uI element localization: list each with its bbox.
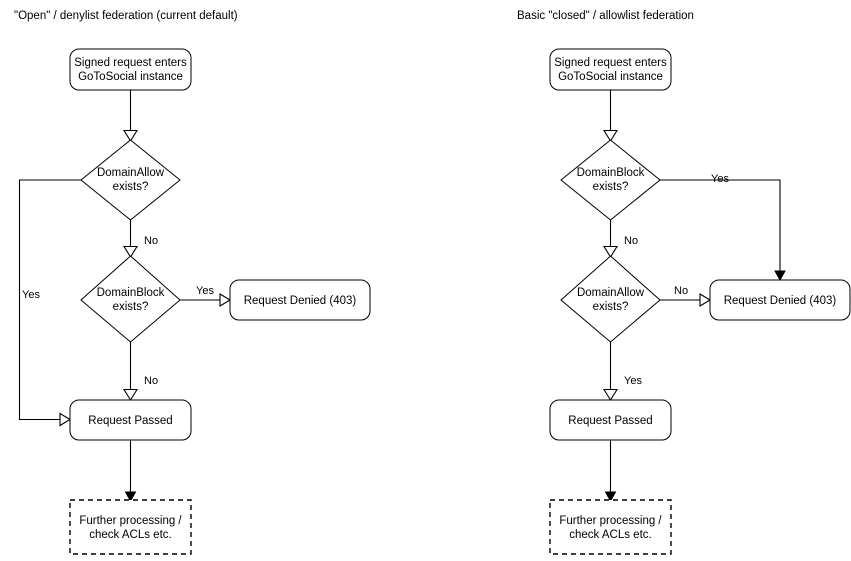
diagram-closed-allowlist: Basic "closed" / allowlist federation Si… [517, 10, 851, 555]
domainallow-line1-right: DomainAllow [577, 287, 645, 299]
node-further-processing-left: Further processing / check ACLs etc. [69, 499, 192, 555]
further-processing-line2-right: check ACLs etc. [569, 529, 651, 541]
edge-domainblock-no-right: No [603, 220, 638, 259]
domainblock-line1-right: DomainBlock [577, 167, 645, 179]
domainallow-line1-left: DomainAllow [97, 167, 165, 179]
edge-domainallow-no-left: No [123, 220, 158, 259]
entry-box-line2-right: GoToSocial instance [558, 71, 663, 83]
node-entry-right: Signed request enters GoToSocial instanc… [549, 48, 672, 91]
node-decision-domainblock-left: DomainBlock exists? [80, 255, 181, 343]
further-processing-line1-left: Further processing / [79, 515, 182, 527]
edge-domainblock-yes-left: Yes [180, 285, 232, 307]
edge-domainblock-no-left: No [123, 342, 158, 402]
edge-domainallow-yes-right: Yes [603, 342, 642, 402]
edge-entry-to-domainallow-left [123, 90, 138, 143]
node-decision-domainblock-right: DomainBlock exists? [560, 139, 661, 221]
domainblock-line1-left: DomainBlock [97, 287, 165, 299]
edge-passed-to-further-right [604, 440, 617, 503]
edge-label-domainblock-no-left: No [144, 375, 158, 387]
request-denied-box-shape-left [229, 279, 371, 321]
domainallow-diamond-shape-left [80, 139, 181, 221]
edge-domainallow-yes-left: Yes [18, 179, 81, 427]
request-passed-label-left: Request Passed [88, 415, 172, 427]
entry-box-line2-left: GoToSocial instance [78, 71, 183, 83]
edge-label-domainblock-yes-left: Yes [196, 285, 214, 297]
node-request-denied-left: Request Denied (403) [229, 279, 371, 321]
diagram-title-open-denylist: "Open" / denylist federation (current de… [14, 10, 238, 22]
edge-domainallow-no-right: No [660, 285, 712, 307]
edge-entry-to-domainblock-right [603, 90, 618, 143]
diagram-title-closed-allowlist: Basic "closed" / allowlist federation [517, 10, 694, 22]
domainblock-diamond-shape-left [80, 255, 181, 343]
node-decision-domainallow-left: DomainAllow exists? [80, 139, 181, 221]
entry-box-line1-right: Signed request enters [554, 57, 667, 69]
node-request-passed-right: Request Passed [549, 399, 672, 441]
domainblock-line2-left: exists? [113, 301, 149, 313]
node-decision-domainallow-right: DomainAllow exists? [560, 255, 661, 343]
further-processing-box-shape-left [69, 499, 192, 555]
edge-label-domainblock-yes-right: Yes [711, 173, 729, 185]
further-processing-line1-right: Further processing / [559, 515, 662, 527]
edge-label-domainallow-no-left: No [144, 235, 158, 247]
request-denied-box-shape-right [709, 279, 851, 321]
request-denied-label-right: Request Denied (403) [724, 295, 837, 307]
entry-box-shape-left [69, 48, 192, 91]
edge-passed-to-further-left [124, 440, 137, 503]
domainallow-line2-left: exists? [113, 181, 149, 193]
domainallow-line2-right: exists? [593, 301, 629, 313]
edge-label-domainblock-no-right: No [624, 235, 638, 247]
node-request-passed-left: Request Passed [69, 399, 192, 441]
further-processing-box-shape-right [549, 499, 672, 555]
edge-label-domainallow-no-right: No [674, 285, 688, 297]
domainblock-line2-right: exists? [593, 181, 629, 193]
request-denied-label-left: Request Denied (403) [244, 295, 357, 307]
node-request-denied-right: Request Denied (403) [709, 279, 851, 321]
domainallow-diamond-shape-right [560, 255, 661, 343]
edge-domainblock-yes-right: Yes [660, 173, 786, 282]
entry-box-line1-left: Signed request enters [74, 57, 187, 69]
edge-label-domainallow-yes-left: Yes [22, 289, 40, 301]
domainblock-diamond-shape-right [560, 139, 661, 221]
entry-box-shape-right [549, 48, 672, 91]
request-passed-label-right: Request Passed [568, 415, 652, 427]
node-further-processing-right: Further processing / check ACLs etc. [549, 499, 672, 555]
node-entry-left: Signed request enters GoToSocial instanc… [69, 48, 192, 91]
further-processing-line2-left: check ACLs etc. [89, 529, 171, 541]
edge-label-domainallow-yes-right: Yes [624, 375, 642, 387]
diagram-open-denylist: "Open" / denylist federation (current de… [14, 10, 371, 555]
